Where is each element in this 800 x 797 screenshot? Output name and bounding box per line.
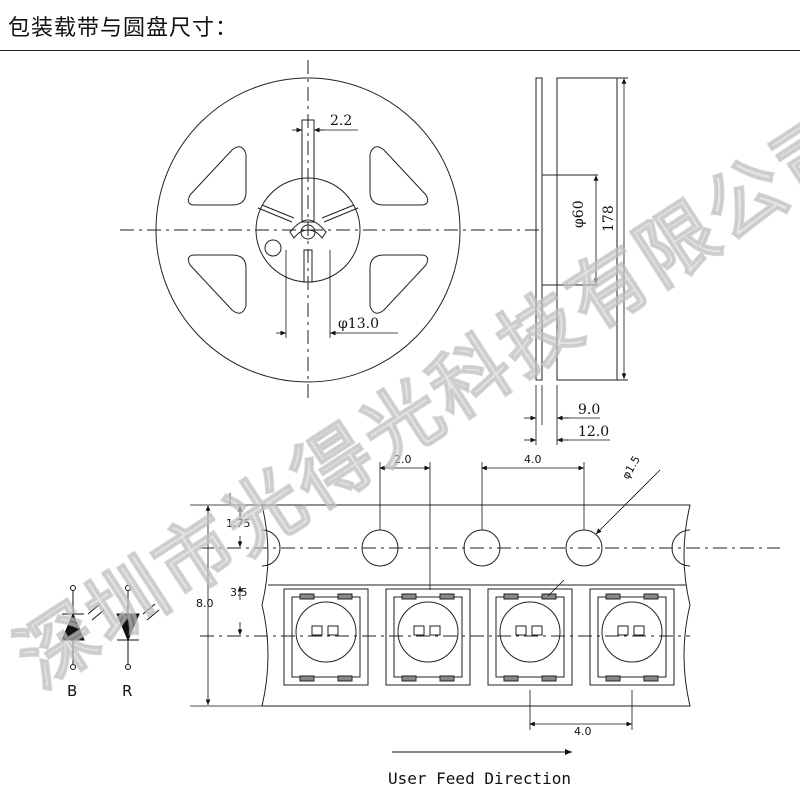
sprocket-hole-diameter-label: φ1.5: [619, 454, 643, 482]
carrier-tape: [200, 504, 780, 707]
reel-slot-width-label: 2.2: [330, 113, 352, 129]
reel-inner-width-label: 9.0: [578, 402, 600, 418]
reel-window-left-top: [187, 146, 247, 206]
title-divider: [0, 50, 800, 51]
hub-slot: [301, 119, 315, 223]
feed-direction-label: User Feed Direction: [388, 769, 571, 788]
edge-to-hole-label: 1.75: [226, 517, 251, 530]
polarity-label-r: R: [122, 682, 132, 700]
pocket-3: [487, 588, 573, 686]
reel-side-view: [535, 77, 628, 381]
pocket-2: [385, 588, 471, 686]
sprocket-offset-label: 2.0: [394, 453, 412, 466]
reel-side-dimensions: [524, 78, 627, 445]
polarity-label-b: B: [67, 682, 77, 700]
tape-width-label: 8.0: [196, 597, 214, 610]
hub-spokes-upper-inner: [261, 204, 355, 219]
led-symbol-r: [116, 585, 160, 670]
pocket-1: [283, 588, 369, 686]
reel-dimensions: [276, 127, 398, 338]
hub-center-hole: [300, 224, 316, 240]
tape-dimensions: [190, 462, 661, 730]
reel-hub-diameter-label: φ13.0: [338, 316, 379, 332]
reel-hub-side: [541, 174, 558, 286]
tape-pockets: [283, 588, 675, 686]
pocket-4: [589, 588, 675, 686]
reel-window-left-bottom: [187, 254, 247, 314]
led-symbol-b: [61, 585, 105, 670]
reel-outer-width-label: 12.0: [578, 424, 609, 440]
hub-drive-hole: [264, 239, 282, 257]
reel-window-right-bottom: [369, 254, 429, 314]
pocket-pitch-label: 4.0: [574, 725, 592, 738]
reel-front-view: [120, 60, 540, 400]
reel-window-right-top: [369, 146, 429, 206]
page-title: 包装载带与圆盘尺寸：: [8, 16, 239, 41]
hole-to-pocket-label: 3.5: [230, 586, 248, 599]
reel-hub-outer-diameter-label: φ60: [571, 200, 587, 228]
sprocket-pitch-label: 4.0: [524, 453, 542, 466]
hub-spokes-upper: [257, 207, 359, 223]
reel-diameter-label: 178: [601, 205, 617, 232]
tape-outline: [261, 504, 691, 707]
sprocket-hole-0: [261, 529, 281, 567]
hub-clip: [289, 219, 327, 239]
sprocket-hole-4: [671, 529, 691, 567]
hub-key: [303, 249, 313, 283]
polarity-symbols: [61, 585, 160, 670]
company-watermark: 深圳市光得光科技有限公司: [1, 95, 800, 706]
